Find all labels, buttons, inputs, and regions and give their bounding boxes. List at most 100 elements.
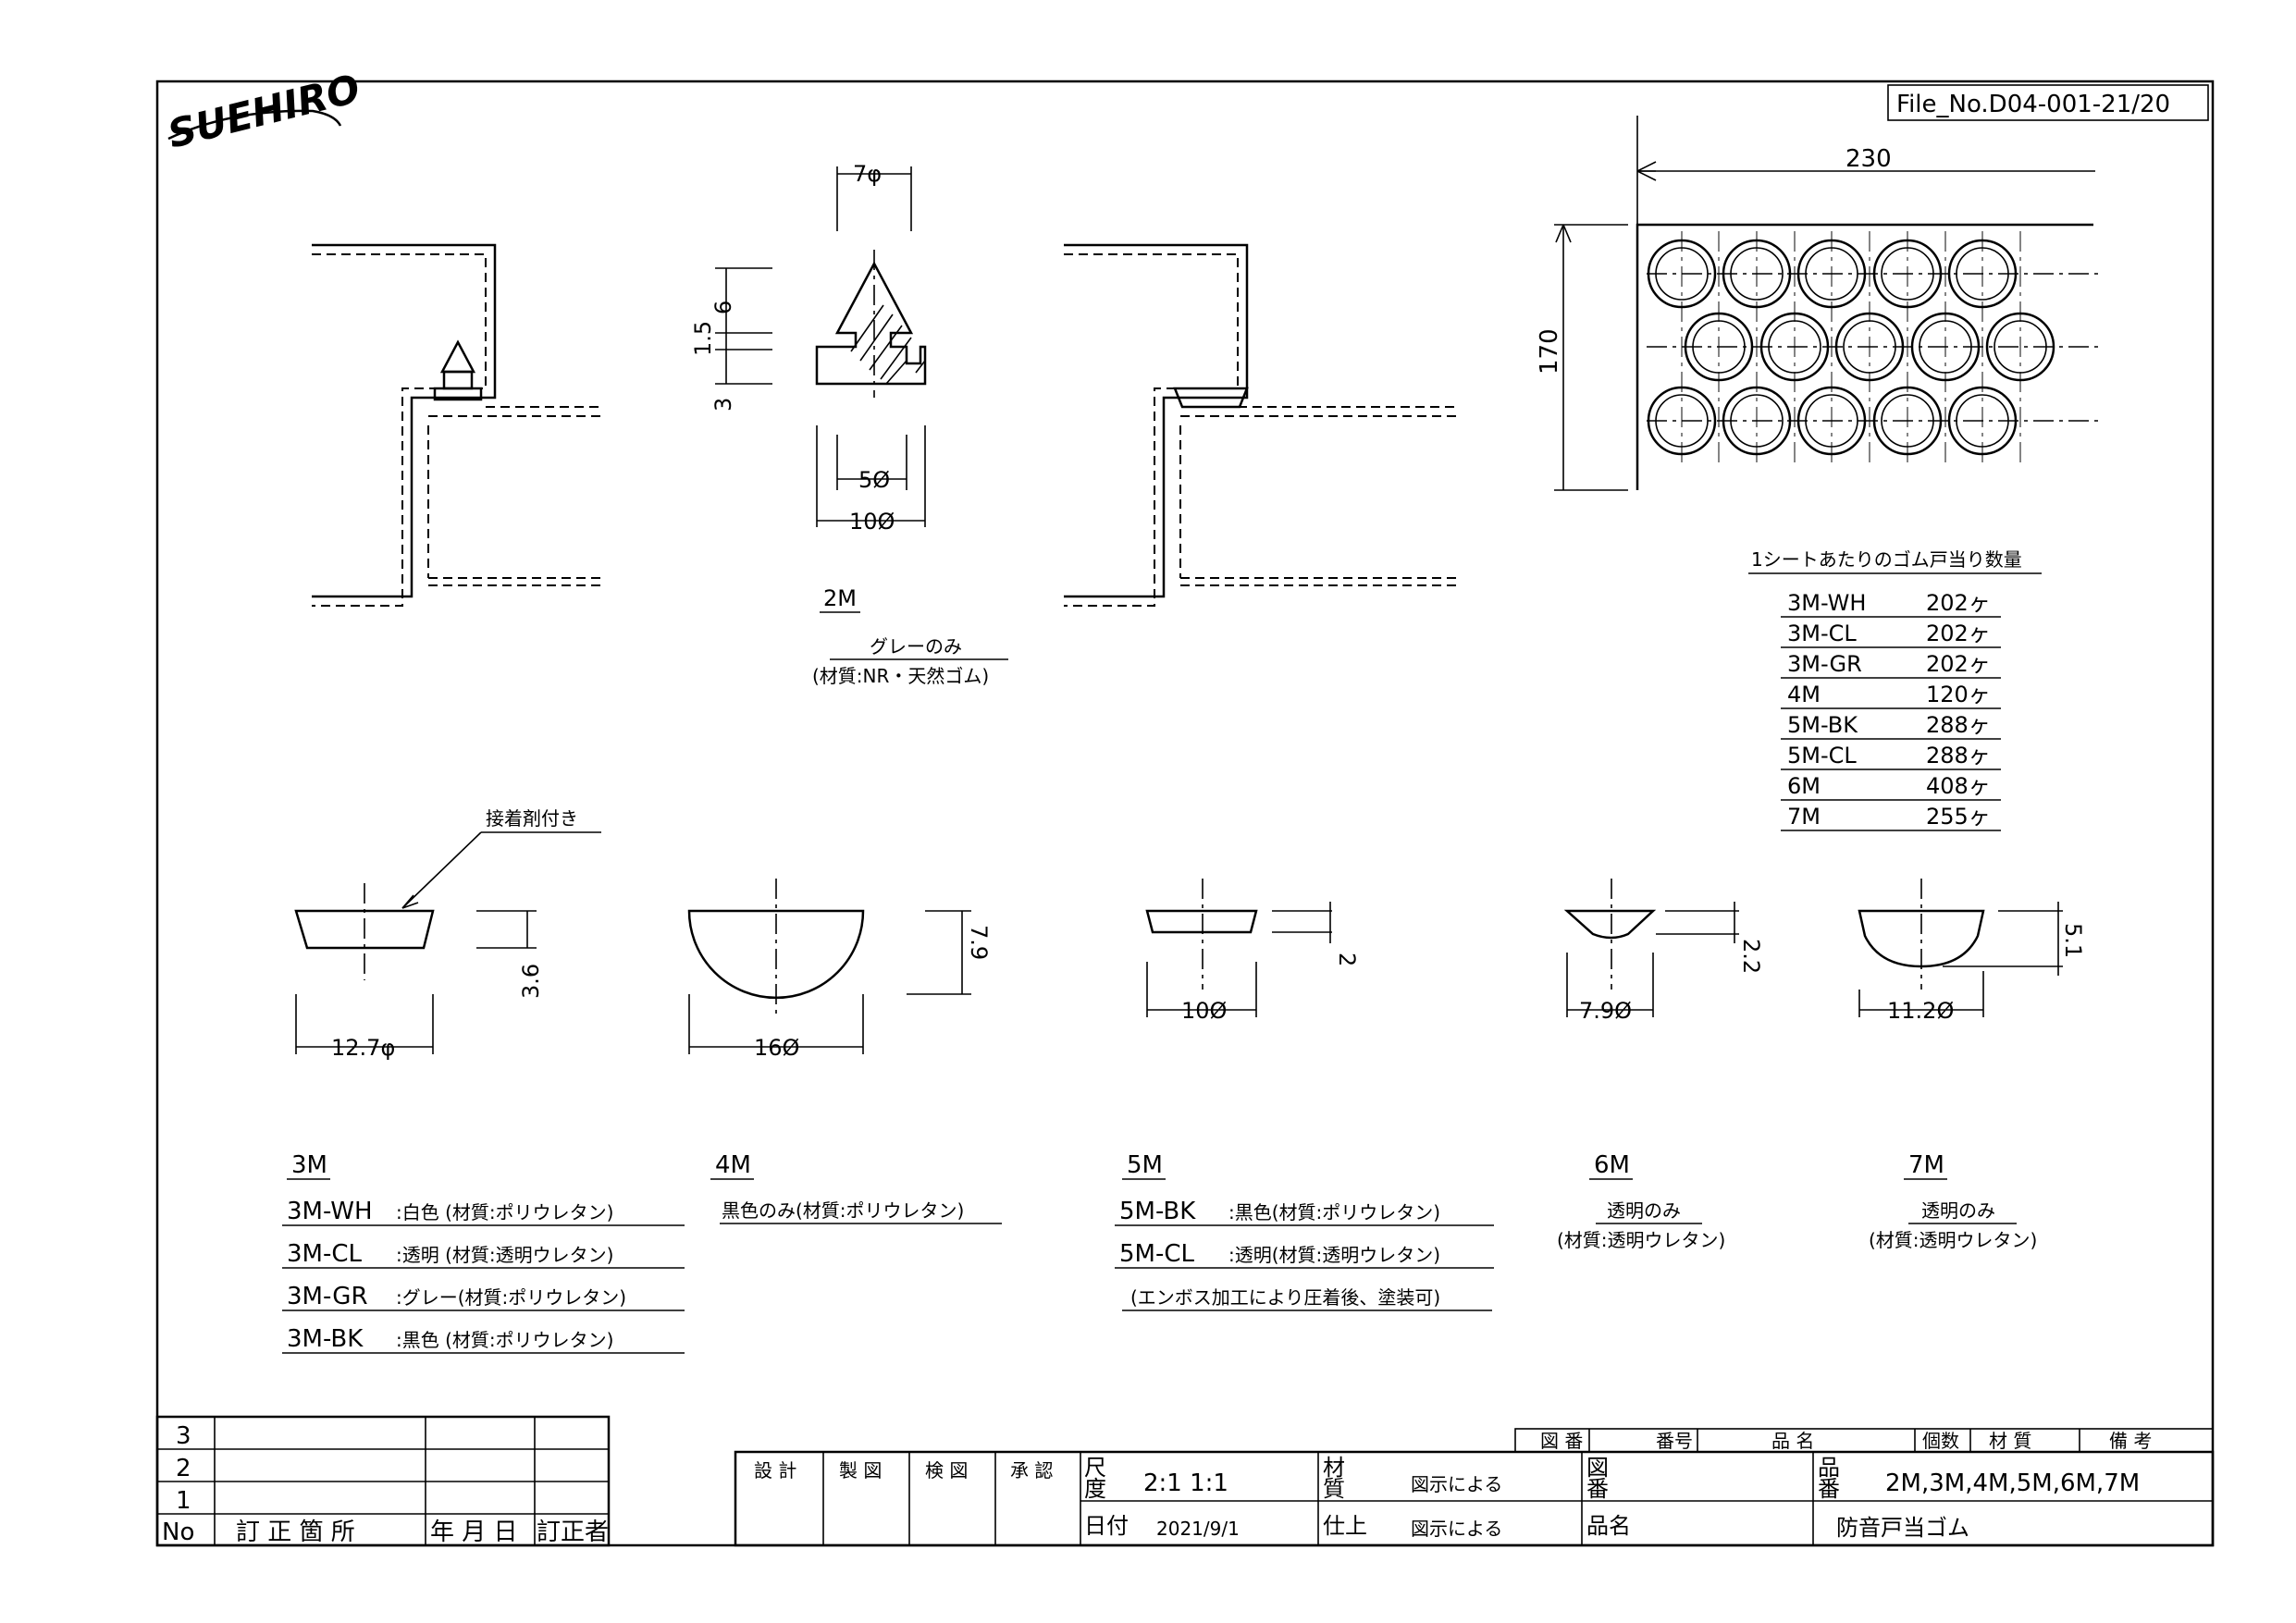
- sheet-circles: [1647, 231, 2100, 462]
- header-col-drawing-no: 図 番: [1540, 1430, 1583, 1452]
- model-line-code: 3M-BK: [287, 1325, 364, 1353]
- dim-3m-3-6: 3.6: [518, 964, 544, 999]
- model-4m-note: 黒色のみ(材質:ポリウレタン): [722, 1199, 964, 1222]
- header-col-count: 個数: [1922, 1430, 1959, 1452]
- title-block: 図 番 番号 品 名 個数 材 質 備 考 設 計 製 図 検 図 承 認 尺 …: [734, 1428, 2215, 1547]
- model-4m-label: 4M: [715, 1151, 751, 1179]
- qty-row-value: 255ヶ: [1926, 804, 1991, 830]
- header-col-number: 番号: [1656, 1430, 1693, 1452]
- dim-sheet-170: 170: [1536, 328, 1563, 375]
- dim-5m-10: 10Ø: [1181, 998, 1227, 1024]
- finish-label: 仕上: [1323, 1513, 1367, 1539]
- model-2m-note1: グレーのみ: [870, 635, 962, 658]
- sheet-layout-view: 230 170: [1536, 116, 2100, 491]
- dim-7m-5-1: 5.1: [2060, 923, 2086, 958]
- qty-row-code: 7M: [1787, 804, 1821, 830]
- revision-row-2: 2: [176, 1455, 191, 1482]
- model-line-desc: :グレー(材質:ポリウレタン): [396, 1286, 626, 1309]
- revision-header-by: 訂正者: [537, 1518, 609, 1546]
- model-2m-note2: (材質:NR・天然ゴム): [812, 665, 989, 687]
- drawing-border: [155, 80, 2215, 1547]
- model-line-desc: :透明 (材質:透明ウレタン): [396, 1244, 613, 1266]
- part-no-value: 2M,3M,4M,5M,6M,7M: [1885, 1469, 2140, 1497]
- part-3m-profile: 接着剤付き 3.6 12.7φ: [294, 807, 601, 1061]
- model-3m-label: 3M: [291, 1151, 327, 1179]
- model-line-desc: :黒色(材質:ポリウレタン): [1228, 1201, 1440, 1223]
- model-3m-block: 3M 3M-WH:白色 (材質:ポリウレタン)3M-CL:透明 (材質:透明ウレ…: [282, 1151, 685, 1354]
- dim-2m-10: 10Ø: [849, 509, 895, 535]
- model-line-code: 5M-BK: [1119, 1198, 1196, 1225]
- model-7m-note2: (材質:透明ウレタン): [1869, 1229, 2037, 1251]
- model-7m-block: 7M 透明のみ (材質:透明ウレタン): [1869, 1151, 2037, 1251]
- qty-row-value: 202ヶ: [1926, 651, 1991, 677]
- header-col-remarks: 備 考: [2109, 1430, 2152, 1452]
- dim-2m-3: 3: [710, 398, 736, 412]
- suehiro-logo: SUEHIRO: [164, 66, 364, 157]
- logo-text: SUEHIRO: [164, 66, 364, 157]
- installation-view-left: [312, 243, 601, 607]
- file-number: File_No.D04-001-21/20: [1896, 91, 2170, 118]
- model-line-code: 3M-CL: [287, 1240, 363, 1268]
- date-label: 日付: [1084, 1513, 1129, 1539]
- approval-drafting: 製 図: [839, 1459, 882, 1482]
- dim-6m-2-2: 2.2: [1738, 939, 1764, 974]
- revision-row-3: 3: [176, 1422, 191, 1450]
- model-6m-note2: (材質:透明ウレタン): [1557, 1229, 1725, 1251]
- dim-4m-7-9: 7.9: [966, 925, 992, 960]
- part-7m-profile: 5.1 11.2Ø: [1858, 879, 2086, 1024]
- dim-2m-1-5: 1.5: [690, 321, 716, 356]
- adhesive-label: 接着剤付き: [486, 807, 578, 830]
- part-4m-profile: 7.9 16Ø: [687, 879, 992, 1061]
- product-name-label: 品名: [1586, 1513, 1631, 1539]
- model-4m-block: 4M 黒色のみ(材質:ポリウレタン): [710, 1151, 1002, 1224]
- qty-row-value: 288ヶ: [1926, 712, 1991, 738]
- qty-row-value: 202ヶ: [1926, 590, 1991, 616]
- part-no-label-1: 品: [1818, 1455, 1840, 1481]
- revision-header-place: 訂 正 箇 所: [236, 1518, 355, 1546]
- model-5m-lines: 5M-BK:黒色(材質:ポリウレタン)5M-CL:透明(材質:透明ウレタン): [1115, 1198, 1494, 1269]
- model-6m-block: 6M 透明のみ (材質:透明ウレタン): [1557, 1151, 1725, 1251]
- scale-label-1: 尺: [1084, 1455, 1106, 1481]
- dim-2m-7: 7φ: [853, 161, 882, 187]
- header-col-name: 品 名: [1771, 1430, 1814, 1452]
- model-line-code: 3M-WH: [287, 1198, 373, 1225]
- qty-row-value: 120ヶ: [1926, 682, 1991, 707]
- model-7m-label: 7M: [1908, 1151, 1944, 1179]
- model-7m-note1: 透明のみ: [1921, 1199, 1995, 1222]
- dim-3m-12-7: 12.7φ: [331, 1035, 395, 1061]
- dim-4m-16: 16Ø: [754, 1035, 799, 1061]
- part-2m-profile: 7φ 6 1.5 3 5Ø 10Ø: [690, 161, 927, 535]
- model-5m-block: 5M 5M-BK:黒色(材質:ポリウレタン)5M-CL:透明(材質:透明ウレタン…: [1115, 1151, 1494, 1311]
- material-label-2: 質: [1323, 1476, 1345, 1502]
- dim-sheet-230: 230: [1845, 145, 1892, 173]
- revision-header-no: No: [162, 1518, 194, 1546]
- model-line-desc: :透明(材質:透明ウレタン): [1228, 1244, 1440, 1266]
- model-6m-label: 6M: [1594, 1151, 1630, 1179]
- approval-design: 設 計: [754, 1459, 796, 1482]
- header-col-material: 材 質: [1989, 1430, 2031, 1452]
- qty-row-code: 5M-BK: [1787, 712, 1858, 738]
- part-no-label-2: 番: [1818, 1476, 1840, 1502]
- dim-7m-11-2: 11.2Ø: [1887, 998, 1954, 1024]
- date-value: 2021/9/1: [1156, 1518, 1240, 1540]
- model-5m-note: (エンボス加工により圧着後、塗装可): [1130, 1286, 1440, 1309]
- qty-row-value: 408ヶ: [1926, 773, 1991, 799]
- dim-2m-5: 5Ø: [858, 467, 890, 493]
- drawing-no-label-1: 図: [1586, 1455, 1609, 1481]
- qty-row-value: 202ヶ: [1926, 621, 1991, 646]
- qty-row-value: 288ヶ: [1926, 743, 1991, 768]
- dim-5m-2: 2: [1334, 953, 1360, 966]
- file-no-box: [1887, 84, 2209, 121]
- model-line-code: 3M-GR: [287, 1283, 368, 1310]
- approval-approved: 承 認: [1010, 1459, 1053, 1482]
- model-6m-note1: 透明のみ: [1607, 1199, 1681, 1222]
- part-6m-profile: 2.2 7.9Ø: [1563, 879, 1764, 1024]
- revision-header-date: 年 月 日: [430, 1518, 518, 1546]
- dim-6m-7-9: 7.9Ø: [1579, 998, 1632, 1024]
- installation-view-right: [1064, 243, 1457, 607]
- dim-2m-6: 6: [710, 301, 736, 314]
- product-name-value: 防音戸当ゴム: [1836, 1515, 1969, 1541]
- scale-value: 2:1 1:1: [1143, 1469, 1228, 1497]
- approval-checking: 検 図: [925, 1459, 968, 1482]
